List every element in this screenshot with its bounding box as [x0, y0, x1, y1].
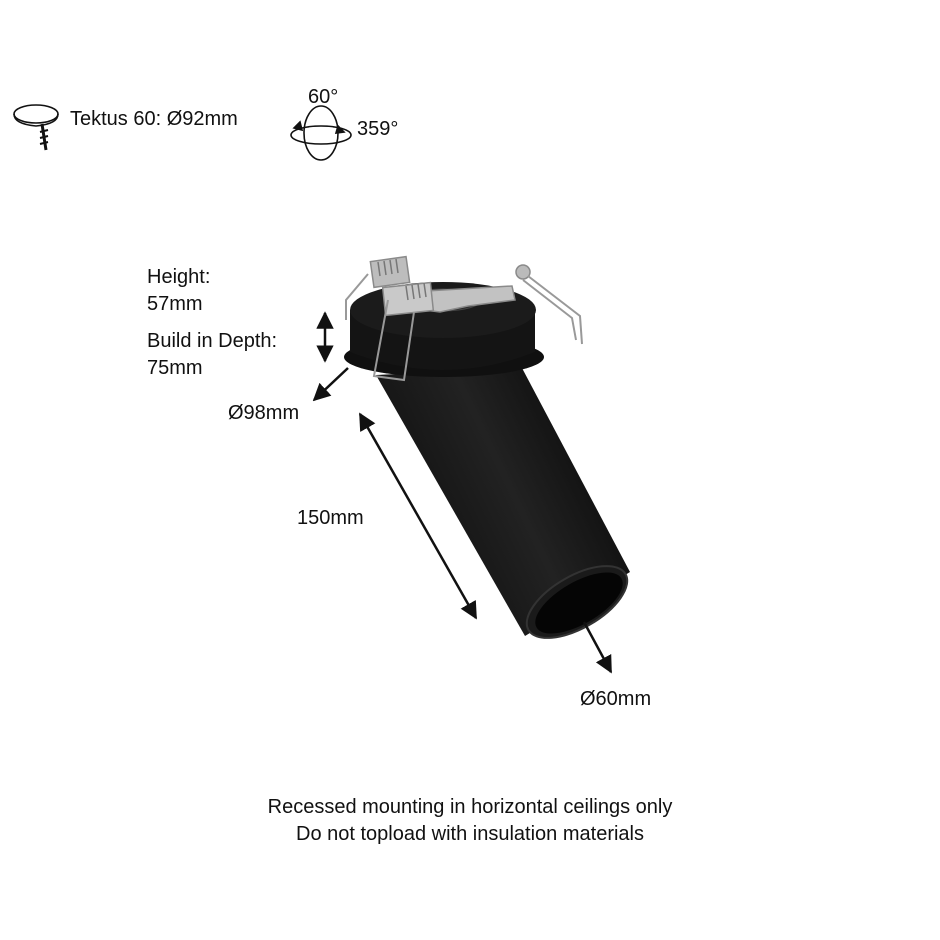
flange-diameter-arrow — [312, 367, 349, 402]
tube-length-label: 150mm — [297, 507, 364, 529]
depth-title: Build in Depth: — [147, 330, 278, 352]
depth-value: 75mm — [147, 357, 203, 379]
tube-diameter-label: Ø60mm — [580, 688, 652, 710]
cutout-label: Tektus 60: Ø92mm — [70, 108, 238, 130]
tube-length-arrow — [358, 412, 478, 620]
tilt-angle-label: 60° — [308, 86, 339, 108]
tube-diameter-arrow — [582, 621, 613, 674]
height-value: 57mm — [147, 293, 203, 315]
flange-diameter-label: Ø98mm — [228, 402, 300, 424]
note-line-2: Do not topload with insulation materials — [296, 823, 644, 845]
mounting-notes: Recessed mounting in horizontal ceilings… — [0, 794, 940, 848]
ceiling-cutout-icon — [13, 104, 59, 151]
mounting-clips — [345, 255, 583, 382]
tilt-rotate-icon — [290, 105, 352, 161]
rotation-angle-label: 359° — [357, 118, 399, 140]
height-title: Height: — [147, 266, 211, 288]
note-line-1: Recessed mounting in horizontal ceilings… — [267, 796, 673, 818]
dimension-arrows — [312, 311, 613, 674]
